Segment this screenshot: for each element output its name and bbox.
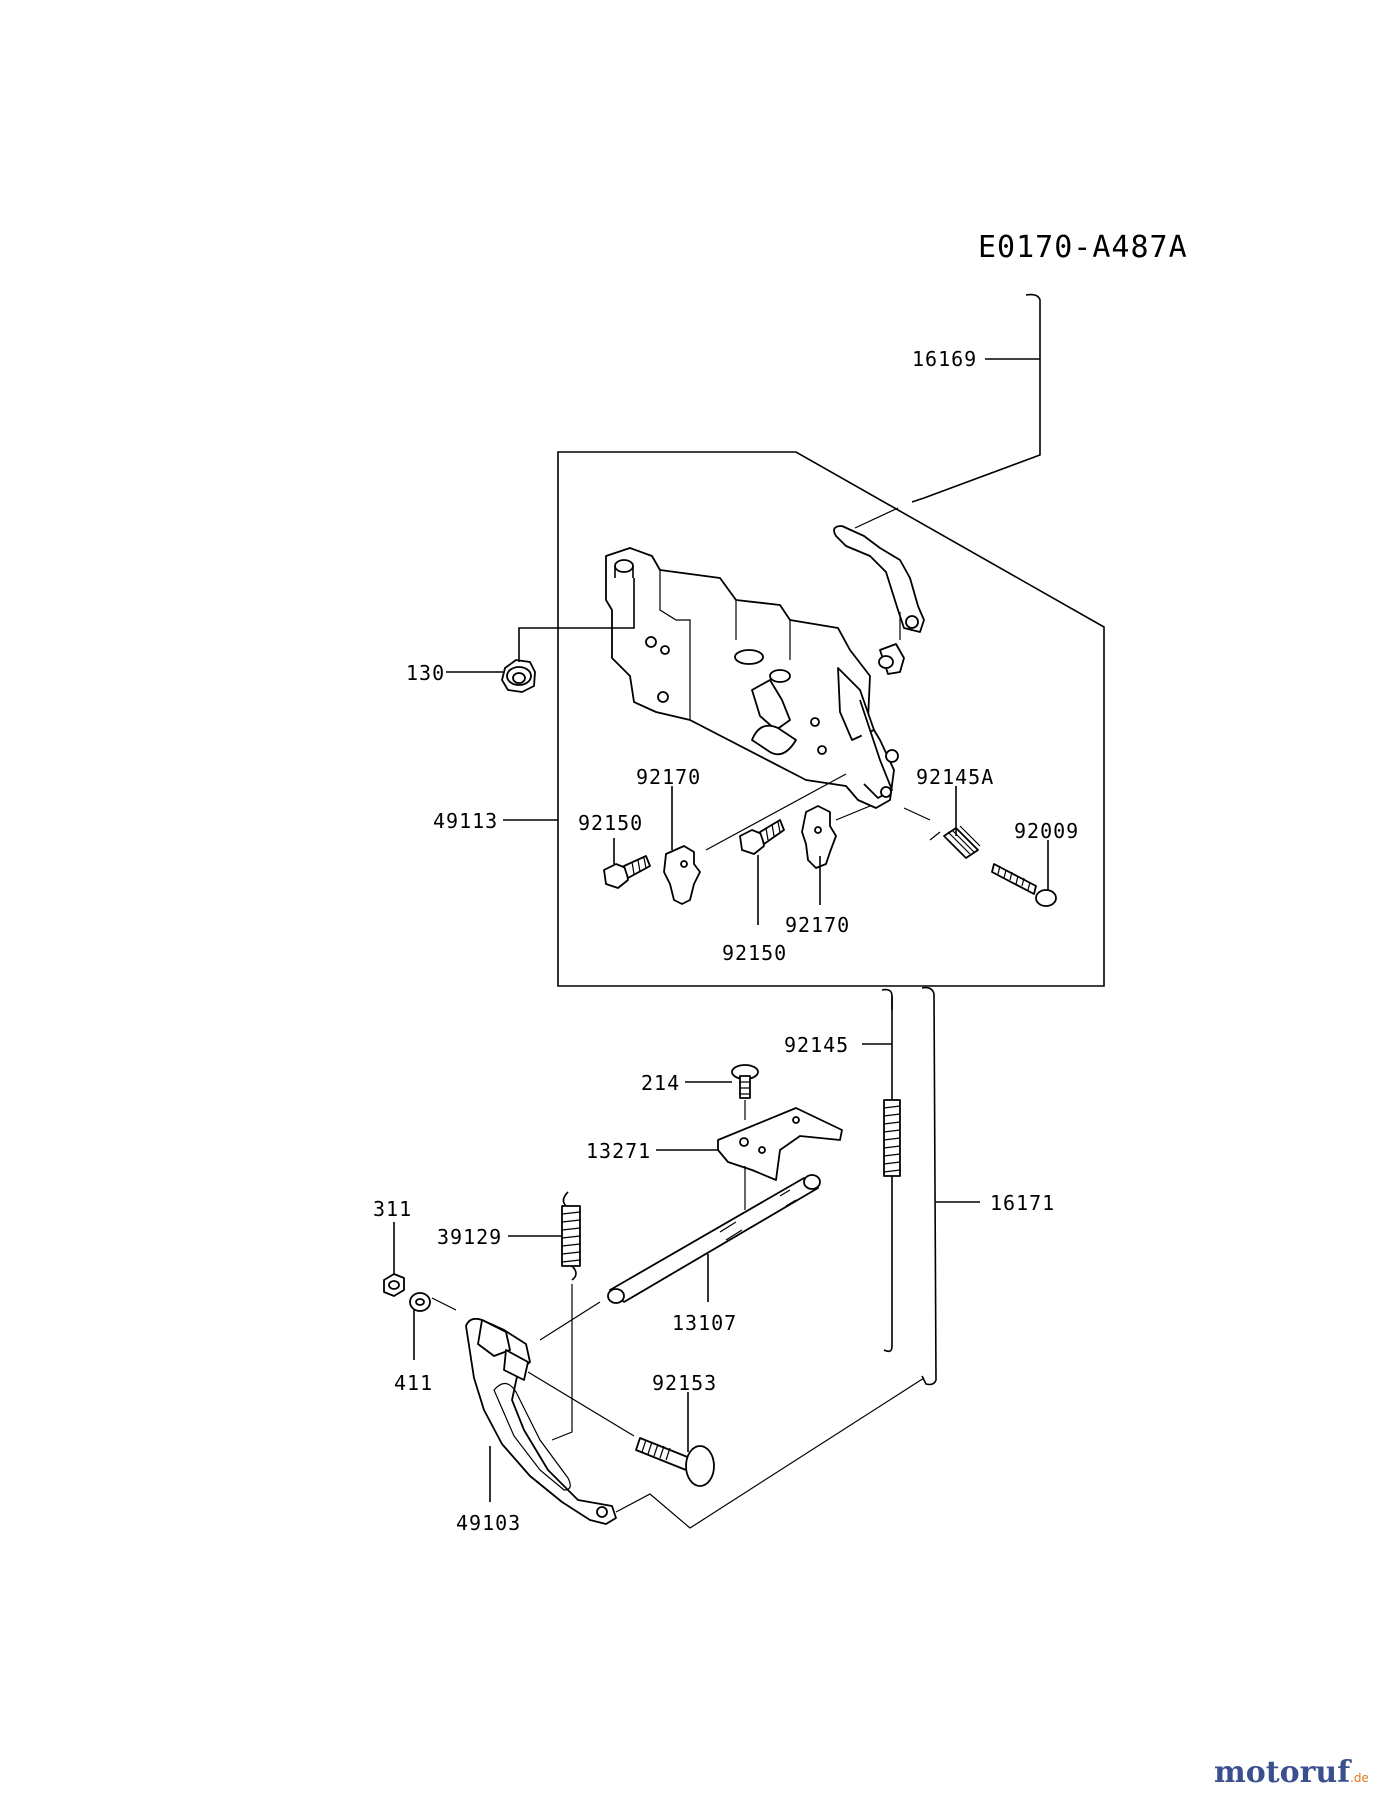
spring-39129-line bbox=[551, 1284, 573, 1441]
label-49103: 49103 bbox=[456, 1511, 521, 1535]
nut-130-leader-to-plate bbox=[518, 578, 635, 662]
label-92150-center: 92150 bbox=[722, 941, 787, 965]
label-92170-right: 92170 bbox=[785, 913, 850, 937]
clip-92170-left bbox=[663, 845, 701, 905]
label-49113: 49113 bbox=[433, 809, 498, 833]
label-92145: 92145 bbox=[784, 1033, 849, 1057]
rod-connector bbox=[854, 507, 899, 529]
control-plate bbox=[605, 547, 899, 809]
plate-stud bbox=[614, 559, 634, 573]
shaft-13107 bbox=[607, 1174, 821, 1304]
label-39129: 39129 bbox=[437, 1225, 502, 1249]
diagram-code: E0170-A487A bbox=[978, 230, 1188, 265]
bracket-13271 bbox=[717, 1107, 843, 1181]
label-214: 214 bbox=[641, 1071, 680, 1095]
label-130: 130 bbox=[406, 661, 445, 685]
watermark: motoruf .de bbox=[1214, 1755, 1369, 1790]
label-92150-left: 92150 bbox=[578, 811, 643, 835]
rod-16169 bbox=[911, 293, 1041, 503]
clip-92170-left-line bbox=[705, 773, 847, 851]
lever-linkage-line bbox=[615, 1377, 925, 1529]
shaft-axis-line bbox=[539, 1301, 601, 1341]
bolt-92150-center bbox=[739, 819, 785, 855]
label-16169: 16169 bbox=[912, 347, 977, 371]
watermark-brand: motoruf bbox=[1214, 1755, 1352, 1790]
spring-92145 bbox=[883, 996, 901, 1353]
label-92170-left: 92170 bbox=[636, 765, 701, 789]
washer-411 bbox=[409, 1292, 431, 1312]
label-411: 411 bbox=[394, 1371, 433, 1395]
label-92153: 92153 bbox=[652, 1371, 717, 1395]
label-16171: 16171 bbox=[990, 1191, 1055, 1215]
assembly-box-49113 bbox=[557, 451, 1105, 987]
spring-92145-top-hook bbox=[881, 988, 893, 1010]
washer-axis bbox=[431, 1297, 457, 1311]
bolt-92150-left bbox=[603, 855, 651, 889]
lever-49103 bbox=[465, 1317, 617, 1525]
label-92009: 92009 bbox=[1014, 819, 1079, 843]
spring-39129 bbox=[561, 1191, 581, 1281]
nut-130 bbox=[501, 659, 536, 693]
plate-stud-body bbox=[614, 566, 634, 578]
spring-92145A-line bbox=[903, 807, 931, 821]
screw-214 bbox=[731, 1064, 759, 1099]
label-311: 311 bbox=[373, 1197, 412, 1221]
spring-92145A bbox=[929, 825, 981, 859]
throttle-lever bbox=[833, 525, 925, 675]
label-13271: 13271 bbox=[586, 1139, 651, 1163]
screw-92009 bbox=[991, 863, 1057, 907]
bolt-92153 bbox=[635, 1437, 715, 1487]
watermark-tld: .de bbox=[1350, 1771, 1369, 1785]
nut-311 bbox=[383, 1273, 405, 1297]
clip-92170-right-line bbox=[835, 805, 871, 821]
clip-92170-right bbox=[801, 805, 837, 869]
label-92145A: 92145A bbox=[916, 765, 994, 789]
label-13107: 13107 bbox=[672, 1311, 737, 1335]
rod-16171 bbox=[921, 986, 937, 1386]
bolt-92153-axis bbox=[527, 1371, 635, 1437]
